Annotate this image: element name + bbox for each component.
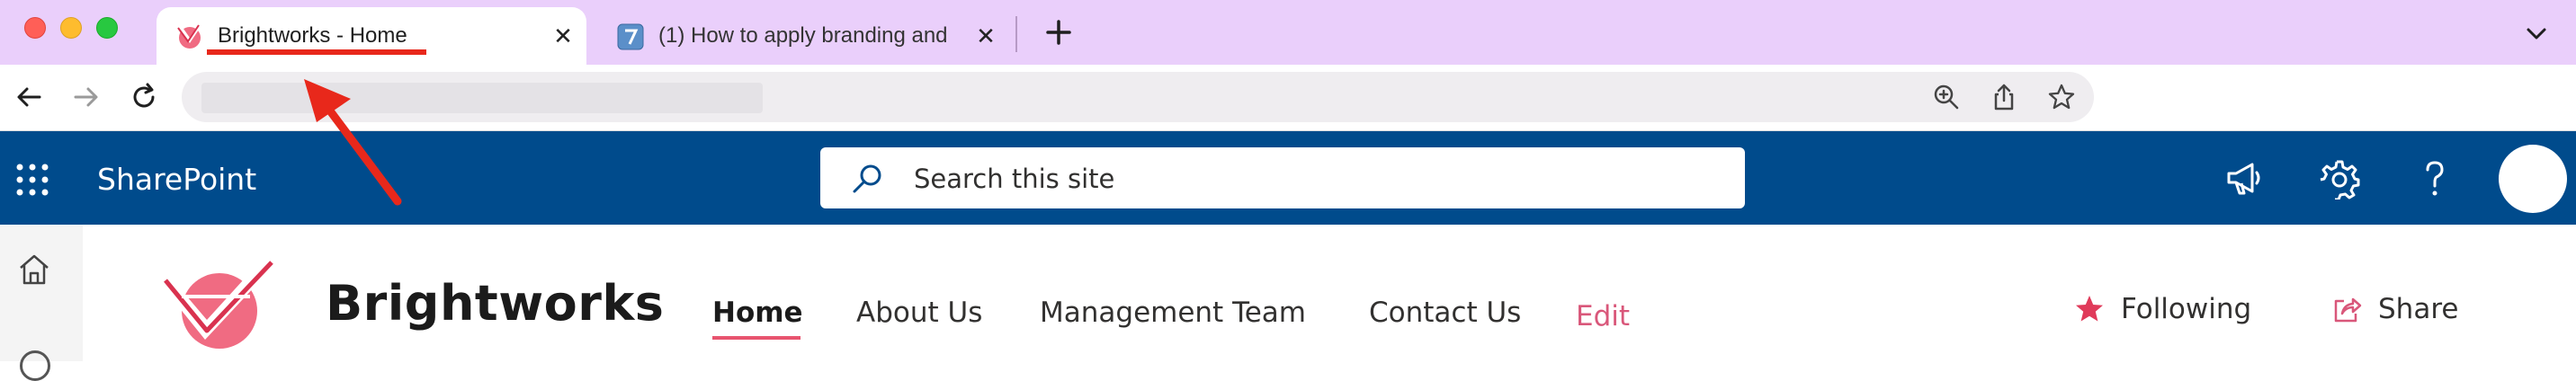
site-header: Brightworks Home About Us Management Tea… (0, 225, 2576, 381)
nav-link-contact-us[interactable]: Contact Us (1369, 297, 1522, 329)
nav-active-indicator (712, 336, 801, 340)
brightworks-favicon-icon (177, 24, 201, 49)
following-button[interactable]: Following (2074, 289, 2251, 329)
tab-branding-article[interactable]: (1) How to apply branding and ✕ (597, 7, 1000, 65)
browser-toolbar (0, 65, 2576, 131)
window-close-button[interactable] (24, 17, 46, 39)
seven-badge-favicon-icon (617, 23, 644, 50)
sharepoint-suite-bar: SharePoint Search this site (0, 131, 2576, 225)
browser-tab-strip: Brightworks - Home ✕ (1) How to apply br… (0, 0, 2576, 65)
tab-separator (1015, 16, 1017, 52)
search-placeholder: Search this site (914, 164, 1115, 194)
reload-icon[interactable] (126, 79, 162, 115)
help-question-icon[interactable] (2414, 158, 2455, 199)
brightworks-logo-icon (160, 259, 281, 349)
tab-close-icon[interactable]: ✕ (976, 22, 996, 49)
address-bar[interactable] (182, 72, 2094, 122)
megaphone-icon[interactable] (2223, 158, 2265, 199)
search-icon (853, 164, 881, 193)
site-search-box[interactable]: Search this site (820, 147, 1745, 208)
following-label: Following (2121, 293, 2252, 325)
tab-title: Brightworks - Home (218, 23, 407, 48)
tab-close-icon[interactable]: ✕ (553, 22, 573, 49)
nav-link-home[interactable]: Home (712, 297, 803, 329)
back-arrow-icon[interactable] (11, 79, 47, 115)
bookmark-star-icon[interactable] (2047, 83, 2076, 111)
nav-link-management-team[interactable]: Management Team (1040, 297, 1306, 329)
chevron-down-icon[interactable] (2520, 18, 2553, 50)
share-button[interactable]: Share (2331, 289, 2458, 329)
site-title[interactable]: Brightworks (326, 275, 665, 332)
tab-title: (1) How to apply branding and (658, 23, 948, 48)
tab-title-highlight (207, 49, 426, 55)
rail-globe-icon[interactable] (20, 350, 50, 381)
url-text-redacted (201, 83, 763, 113)
star-filled-icon (2076, 296, 2103, 322)
sharepoint-app-name[interactable]: SharePoint (97, 162, 257, 197)
zoom-icon[interactable] (1932, 83, 1961, 111)
share-icon (2334, 297, 2362, 323)
plus-icon[interactable] (1039, 13, 1078, 52)
app-launcher-icon[interactable] (14, 162, 50, 198)
tab-brightworks-home[interactable]: Brightworks - Home ✕ (157, 7, 586, 65)
annotation-arrow-icon (304, 79, 402, 206)
forward-arrow-icon[interactable] (68, 79, 104, 115)
window-minimize-button[interactable] (60, 17, 82, 39)
nav-edit-link[interactable]: Edit (1576, 300, 1631, 332)
gear-icon[interactable] (2319, 158, 2360, 199)
nav-link-about-us[interactable]: About Us (856, 297, 983, 329)
app-bar-rail (0, 225, 83, 381)
window-zoom-button[interactable] (96, 17, 118, 39)
share-page-icon[interactable] (1990, 83, 2018, 111)
avatar[interactable] (2499, 145, 2567, 213)
share-label: Share (2378, 293, 2459, 325)
home-icon[interactable] (16, 252, 52, 288)
